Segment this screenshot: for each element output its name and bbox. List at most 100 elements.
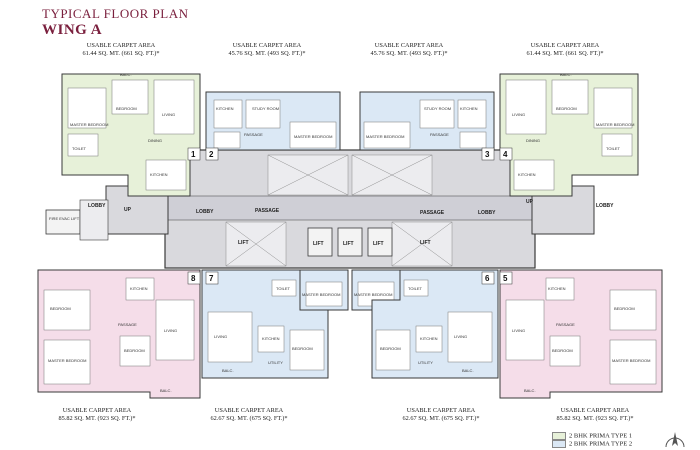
flat-number-1: 1 (191, 150, 196, 159)
room-label: LIVING (162, 112, 175, 117)
title-line-1: TYPICAL FLOOR PLAN (42, 6, 189, 21)
room-label: PASSAGE (118, 322, 137, 327)
room-label: LIVING (512, 328, 525, 333)
flat-number-2: 2 (209, 150, 214, 159)
room-label: BEDROOM (50, 306, 71, 311)
room-label: KITCHEN (548, 286, 566, 291)
legend: 2 BHK PRIMA TYPE 1 2 BHK PRIMA TYPE 2 (552, 432, 632, 448)
room-label: BEDROOM (556, 106, 577, 111)
flat-number-7: 7 (209, 274, 214, 283)
room-label: BEDROOM (116, 106, 137, 111)
lift-label-2: LIFT (343, 241, 354, 247)
room-label: KITCHEN (460, 106, 478, 111)
room-label: MASTER BEDROOM (48, 358, 86, 363)
passage-label-right: PASSAGE (420, 210, 445, 216)
flat-numbers: 1 2 3 4 5 6 7 8 (187, 147, 513, 285)
room-label: DINING (526, 138, 540, 143)
flat-number-6: 6 (485, 274, 490, 283)
room-label: TOILET (276, 286, 290, 291)
room-label: PASSAGE (244, 132, 263, 137)
room-label: PASSAGE (430, 132, 449, 137)
core-labels: PASSAGE PASSAGE LOBBY LOBBY LOBBY LOBBY … (49, 199, 614, 247)
lobby-label-center-right: LOBBY (478, 210, 496, 216)
flat-5 (499, 269, 663, 399)
room-label: MASTER BEDROOM (302, 292, 340, 297)
room-label: KITCHEN (216, 106, 234, 111)
room-label: KITCHEN (262, 336, 280, 341)
room-label: STUDY ROOM (252, 106, 279, 111)
room-label: MASTER BEDROOM (612, 358, 650, 363)
room-labels: MASTER BEDROOM BEDROOM LIVING BALC. TOIL… (48, 72, 650, 393)
room-label: TOILET (606, 146, 620, 151)
lift-label-4: LIFT (238, 240, 249, 246)
flat-number-4: 4 (503, 150, 508, 159)
title-line-2: WING A (42, 22, 103, 38)
room-label: MASTER BEDROOM (366, 134, 404, 139)
room-label: BEDROOM (614, 306, 635, 311)
room-label: UTILITY (418, 360, 433, 365)
room-label: LIVING (214, 334, 227, 339)
flat-number-5: 5 (503, 274, 508, 283)
lift-label-1: LIFT (313, 241, 324, 247)
room-label: UTILITY (268, 360, 283, 365)
room-label: LIVING (454, 334, 467, 339)
room-label: BALC. (222, 368, 234, 373)
room-label: BALC. (462, 368, 474, 373)
room-label: MASTER BEDROOM (70, 122, 108, 127)
up-label-right: UP (526, 199, 534, 205)
flat-8 (37, 269, 201, 399)
lobby-label-left: LOBBY (88, 203, 106, 209)
legend-item-type2: 2 BHK PRIMA TYPE 2 (552, 440, 632, 448)
room-label: KITCHEN (518, 172, 536, 177)
lobby-label-right: LOBBY (596, 203, 614, 209)
flat-number-3: 3 (485, 150, 490, 159)
room-label: LIVING (164, 328, 177, 333)
passage-label-left: PASSAGE (255, 208, 280, 214)
room-label: LIVING (512, 112, 525, 117)
room-label: BEDROOM (380, 346, 401, 351)
flat-1 (61, 73, 201, 197)
flat-4 (499, 73, 639, 197)
room-label: TOILET (408, 286, 422, 291)
flat-6 (371, 269, 499, 379)
room-label: BALC. (160, 388, 172, 393)
fire-lift-label: FIRE EVAC LIFT (49, 216, 80, 221)
room-label: DINING (148, 138, 162, 143)
legend-item-type1: 2 BHK PRIMA TYPE 1 (552, 432, 632, 440)
north-arrow-icon (665, 432, 685, 448)
room-label: MASTER BEDROOM (354, 292, 392, 297)
room-label: PASSAGE (556, 322, 575, 327)
room-label: BALC. (120, 72, 132, 77)
room-label: KITCHEN (130, 286, 148, 291)
lobby-label-center-left: LOBBY (196, 209, 214, 215)
room-label: KITCHEN (420, 336, 438, 341)
room-label: MASTER BEDROOM (294, 134, 332, 139)
room-label: MASTER BEDROOM (596, 122, 634, 127)
flat-7 (201, 269, 329, 379)
room-label: BEDROOM (292, 346, 313, 351)
up-label-left: UP (124, 207, 132, 213)
room-label: STUDY ROOM (424, 106, 451, 111)
lift-label-3: LIFT (373, 241, 384, 247)
room-label: TOILET (72, 146, 86, 151)
flat-number-8: 8 (191, 274, 196, 283)
legend-swatch-blue (552, 440, 566, 448)
room-label: BEDROOM (552, 348, 573, 353)
room-label: BALC. (524, 388, 536, 393)
room-label: KITCHEN (150, 172, 168, 177)
room-label: BEDROOM (124, 348, 145, 353)
flat-2 (205, 91, 341, 151)
lift-label-5: LIFT (420, 240, 431, 246)
flat-3 (359, 91, 495, 151)
legend-swatch-green (552, 432, 566, 440)
room-label: BALC. (560, 72, 572, 77)
